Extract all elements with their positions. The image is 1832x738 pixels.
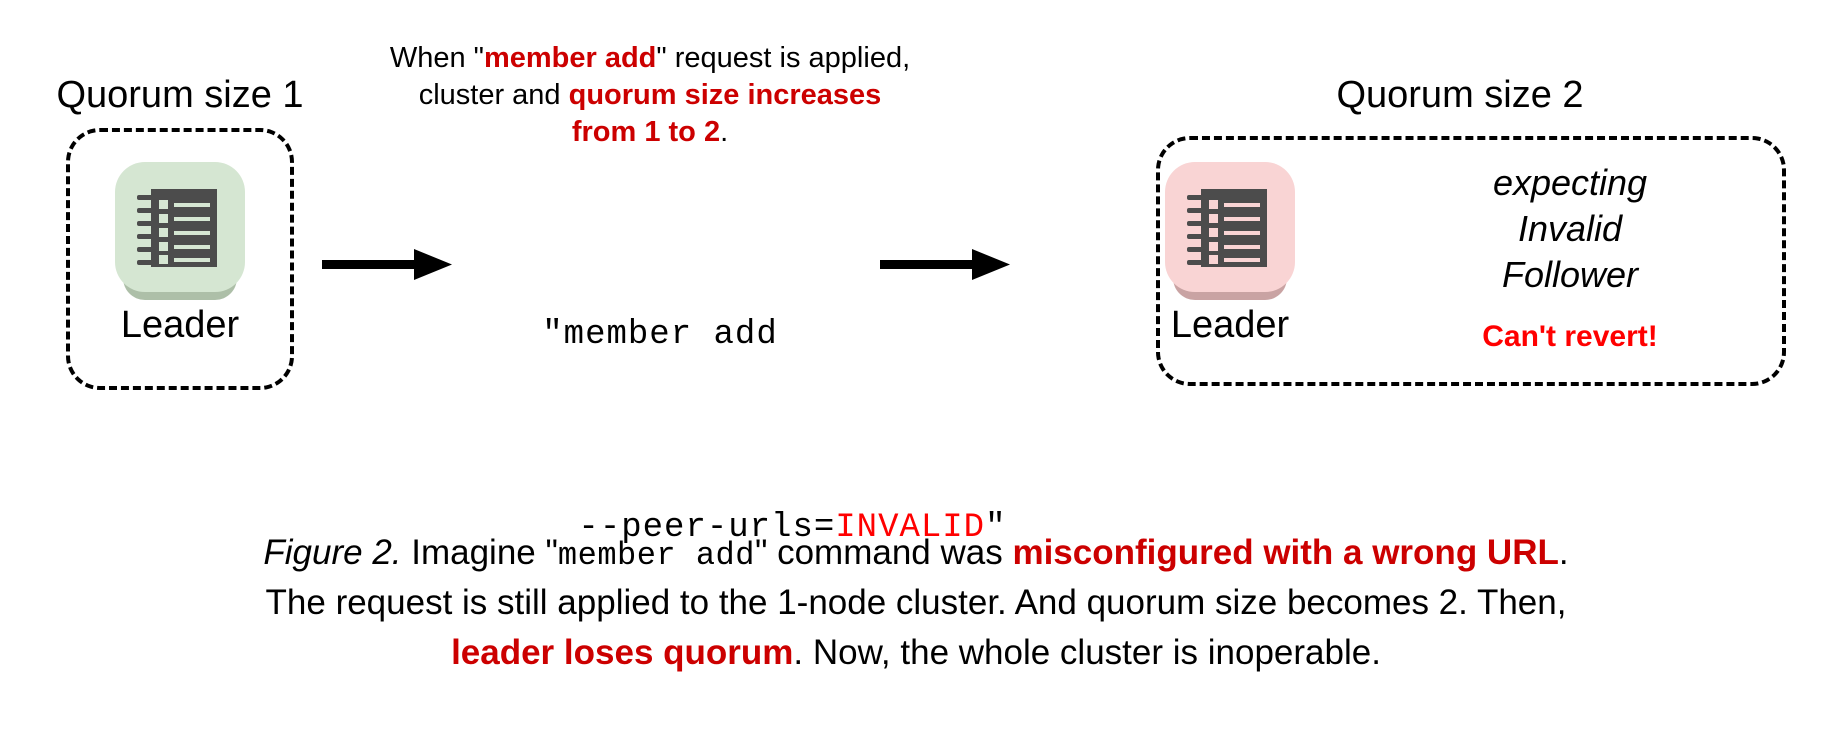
command-line-1: "member add <box>542 315 778 354</box>
right-cluster-status: expecting Invalid Follower Can't revert! <box>1420 160 1720 354</box>
annotation-l3-post: . <box>720 116 729 149</box>
right-cluster-title: Quorum size 2 <box>1336 74 1584 116</box>
caption-line-3: leader loses quorum. Now, the whole clus… <box>0 628 1832 678</box>
caption-line-2: The request is still applied to the 1-no… <box>265 583 1567 623</box>
annotation-l1-pre: When " <box>389 42 484 74</box>
annotation-line-1: When "member add" request is applied, <box>350 40 950 77</box>
caption-l1-c: . <box>1558 533 1569 572</box>
arrow-right-icon-right <box>880 249 1010 280</box>
left-cluster-box <box>66 128 294 390</box>
annotation-l2-emphasis: quorum size increases <box>568 79 882 112</box>
left-node-chip <box>115 162 245 300</box>
left-node: Leader <box>105 162 255 344</box>
right-cluster-box <box>1156 136 1786 386</box>
annotation-l2-pre: cluster and <box>418 79 569 112</box>
right-node-chip <box>1165 162 1295 300</box>
caption-l3-emphasis: leader loses quorum <box>451 633 794 673</box>
caption-l1-a: Imagine " <box>401 533 558 572</box>
annotation-line-3: from 1 to 2. <box>350 114 950 151</box>
annotation-text: When "member add" request is applied, cl… <box>350 40 950 151</box>
command-l2-value: INVALID <box>835 508 986 547</box>
caption-l1-emphasis: misconfigured with a wrong URL <box>1012 533 1559 572</box>
ledger-node-icon <box>137 189 217 267</box>
caption-line-1: Figure 2. Imagine "member add" command w… <box>0 528 1832 578</box>
command-line-2: --peer-urls=INVALID" <box>450 455 1005 600</box>
command-l2-post: " <box>985 508 1007 547</box>
command-l2-pre: --peer-urls= <box>578 508 836 547</box>
annotation-line-2: cluster and quorum size increases <box>350 77 950 114</box>
right-node-chip-wrap <box>1155 162 1305 300</box>
caption-l1-b: " command was <box>754 533 1013 572</box>
status-line-2: Invalid <box>1517 208 1623 250</box>
status-line-1: expecting <box>1492 162 1648 203</box>
cant-revert-warning: Can't revert! <box>1482 320 1658 354</box>
caption-l3-b: . Now, the whole cluster is inoperable. <box>793 633 1381 673</box>
ledger-node-icon <box>1187 189 1267 267</box>
caption-figure-label: Figure 2. <box>263 533 402 572</box>
left-cluster-title: Quorum size 1 <box>56 74 304 116</box>
annotation-l1-post: " request is applied, <box>656 42 911 74</box>
left-node-chip-wrap <box>105 162 255 300</box>
status-line-3: Follower <box>1501 254 1639 296</box>
right-node: Leader <box>1155 162 1305 344</box>
left-node-label: Leader <box>120 304 240 346</box>
annotation-l3-emphasis: from 1 to 2 <box>571 116 721 149</box>
caption-l1-mono: member add <box>557 537 755 574</box>
arrow-right-icon-left <box>322 249 452 280</box>
command-text: "member add --peer-urls=INVALID" <box>450 214 1005 697</box>
annotation-l1-emphasis: member add <box>483 42 657 74</box>
figure-caption: Figure 2. Imagine "member add" command w… <box>0 528 1832 678</box>
right-node-label: Leader <box>1170 304 1290 346</box>
